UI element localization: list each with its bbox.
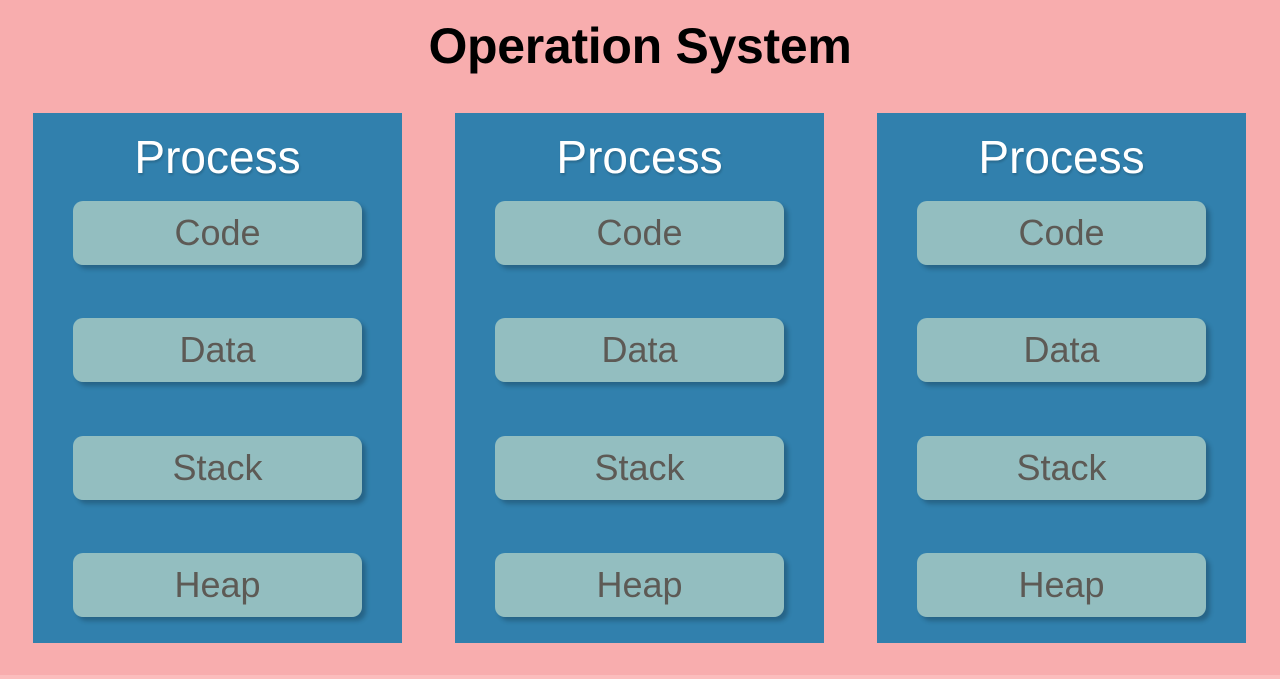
segment-label: Stack [172, 446, 263, 488]
process-card: Process Code Data Stack Heap [455, 113, 824, 643]
segment-label: Heap [174, 564, 261, 605]
segment-stack: Stack [495, 435, 784, 500]
segment-label: Stack [594, 446, 685, 488]
segment-label: Code [596, 211, 683, 253]
segment-label: Heap [596, 564, 683, 605]
memory-segment-list: Code Data Stack Heap [917, 200, 1206, 622]
segment-code: Code [495, 200, 784, 265]
segment-label: Code [1018, 211, 1105, 253]
segment-heap: Heap [73, 553, 362, 617]
process-heading: Process [556, 131, 723, 183]
process-card: Process Code Data Stack Heap [877, 113, 1246, 643]
segment-label: Heap [1018, 564, 1105, 605]
segment-label: Data [1023, 329, 1100, 370]
segment-stack: Stack [917, 435, 1206, 500]
segment-label: Data [179, 329, 256, 370]
memory-segment-list: Code Data Stack Heap [73, 200, 362, 622]
segment-data: Data [73, 318, 362, 382]
process-card: Process Code Data Stack Heap [33, 113, 402, 643]
segment-code: Code [917, 200, 1206, 265]
segment-code: Code [73, 200, 362, 265]
process-heading: Process [134, 131, 301, 183]
segment-heap: Heap [495, 553, 784, 617]
process-heading: Process [978, 131, 1145, 183]
segment-label: Data [601, 329, 678, 370]
memory-segment-list: Code Data Stack Heap [495, 200, 784, 622]
segment-label: Stack [1016, 446, 1107, 488]
segment-data: Data [917, 318, 1206, 382]
page-title: Operation System [428, 18, 852, 74]
segment-stack: Stack [73, 435, 362, 500]
bottom-edge-strip [0, 675, 1280, 679]
segment-heap: Heap [917, 553, 1206, 617]
process-list: Process Code Data Stack Heap Process [33, 113, 1246, 643]
segment-label: Code [174, 211, 261, 253]
segment-data: Data [495, 318, 784, 382]
